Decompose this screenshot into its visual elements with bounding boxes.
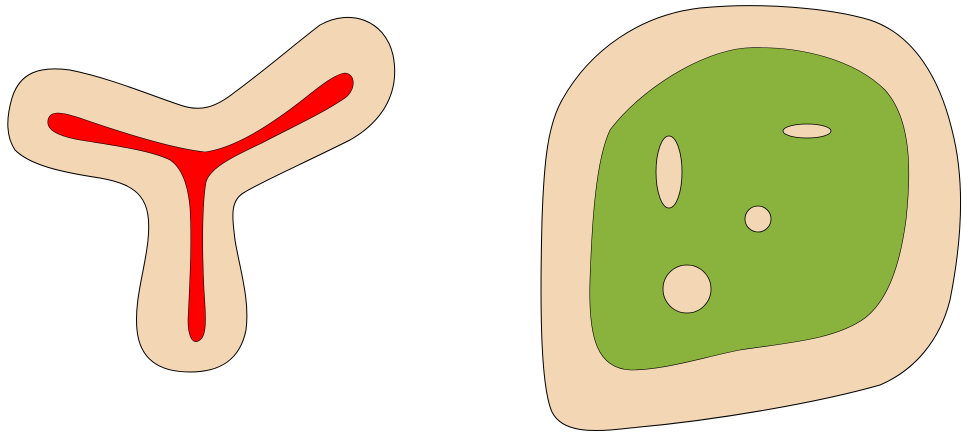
hole-large-circle — [663, 265, 711, 313]
hole-small-circle — [745, 206, 771, 232]
hole-tall-ellipse — [656, 136, 682, 208]
rounded-shape-group — [541, 6, 960, 431]
hole-flat-ellipse — [783, 124, 831, 138]
y-shape-group — [8, 17, 395, 372]
